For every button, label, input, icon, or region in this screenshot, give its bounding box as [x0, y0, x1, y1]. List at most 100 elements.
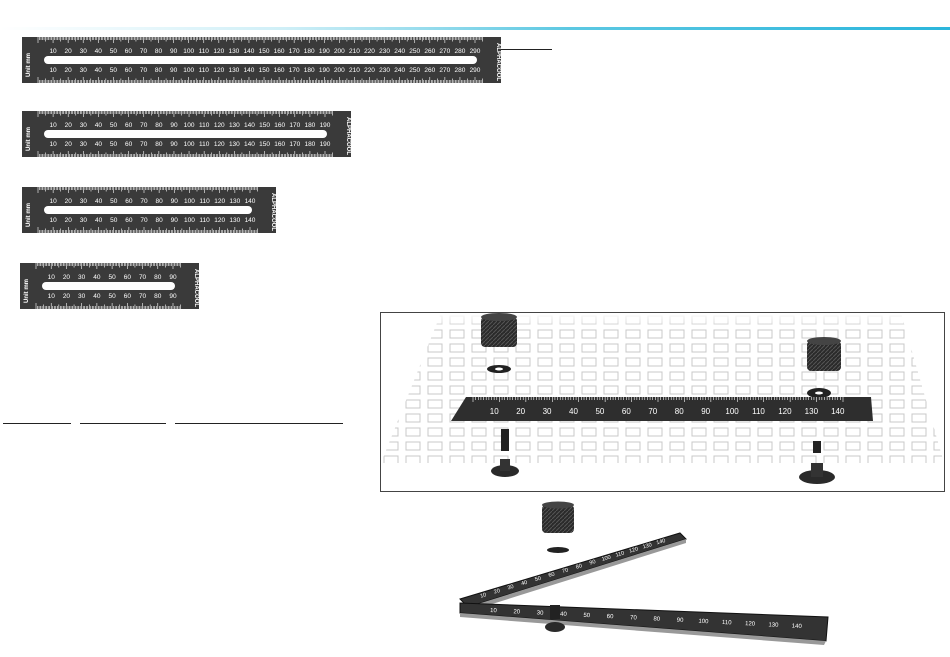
ruler-label-bottom: 30 [78, 293, 86, 300]
ruler-label-bottom: 160 [274, 67, 285, 74]
ruler-label-top: 50 [110, 122, 118, 129]
ruler-brand-label: ALPHACOOL [270, 193, 276, 231]
ruler-label-top: 190 [319, 48, 330, 55]
ruler-label-top: 130 [229, 198, 240, 205]
ruler-label-top: 90 [171, 198, 179, 205]
ruler-label-top: 60 [124, 274, 132, 281]
ruler-label-top: 140 [245, 198, 256, 205]
mounted-ruler-label: 10 [490, 407, 499, 416]
ruler-label-top: 270 [439, 48, 450, 55]
ruler-label-top: 160 [274, 48, 285, 55]
upper-ruler-label: 30 [507, 584, 515, 591]
ruler-label-bottom: 70 [140, 217, 148, 224]
ruler-label-bottom: 110 [199, 217, 210, 224]
ruler-label-bottom: 10 [49, 141, 57, 148]
heading-underline-2 [80, 423, 166, 424]
ruler-label-bottom: 180 [304, 67, 315, 74]
ruler-label-bottom: 190 [320, 141, 331, 148]
upper-ruler-label: 130 [642, 542, 652, 550]
ruler-label-bottom: 110 [199, 141, 210, 148]
ruler-slot [44, 206, 252, 214]
ruler-label-top: 120 [214, 122, 225, 129]
ruler-label-top: 10 [48, 274, 56, 281]
lower-ruler-label: 90 [677, 618, 685, 624]
ruler-label-top: 70 [140, 122, 148, 129]
ruler-label-top: 110 [199, 198, 210, 205]
mounted-ruler-label: 50 [595, 407, 604, 416]
ruler-label-top: 140 [244, 122, 255, 129]
mounted-ruler-ticks [472, 397, 844, 402]
ruler-label-top: 100 [184, 198, 195, 205]
ruler-label-bottom: 200 [334, 67, 345, 74]
mounted-ruler-label: 60 [622, 407, 631, 416]
lower-ruler-label: 20 [513, 609, 521, 615]
ruler-unit-label: Unit mm [24, 279, 30, 303]
ruler-label-bottom: 180 [304, 141, 315, 148]
ruler-label-bottom: 230 [379, 67, 390, 74]
ruler-label-bottom: 170 [289, 67, 300, 74]
lower-ruler-label: 60 [607, 614, 615, 620]
lower-ruler-label: 30 [537, 610, 545, 616]
ruler-label-bottom: 110 [199, 67, 210, 74]
ruler-label-top: 90 [169, 274, 177, 281]
ruler-label-top: 20 [65, 198, 73, 205]
ruler-label-bottom: 90 [170, 67, 178, 74]
lower-ruler-label: 40 [560, 612, 568, 618]
thumb-screw-exploded [542, 501, 574, 553]
mounted-ruler-label: 120 [778, 407, 792, 416]
upper-ruler-label: 140 [656, 538, 666, 546]
lower-ruler-label: 80 [653, 616, 661, 622]
ruler-ticks [35, 263, 181, 309]
ruler-label-bottom: 40 [95, 141, 103, 148]
ruler-label-top: 10 [50, 198, 58, 205]
ruler-label-bottom: 100 [184, 217, 195, 224]
ruler-label-bottom: 30 [80, 67, 88, 74]
ruler-label-top: 10 [49, 122, 57, 129]
ruler-label-bottom: 90 [169, 293, 177, 300]
ruler-label-bottom: 90 [170, 141, 178, 148]
ruler-label-bottom: 60 [125, 141, 133, 148]
mounted-ruler-label: 140 [831, 407, 845, 416]
ruler-label-bottom: 100 [183, 67, 194, 74]
mounted-ruler-label: 80 [675, 407, 684, 416]
ruler-unit-label: Unit mm [26, 53, 32, 77]
ruler-label-top: 230 [379, 48, 390, 55]
ruler-label-bottom: 80 [155, 67, 163, 74]
ruler-ticks [37, 187, 258, 233]
ruler-label-bottom: 50 [110, 67, 118, 74]
ruler-slot [44, 56, 477, 64]
ruler-label-bottom: 70 [140, 141, 148, 148]
ruler-label-bottom: 280 [455, 67, 466, 74]
ruler-label-top: 290 [470, 48, 481, 55]
ruler-label-bottom: 70 [140, 67, 148, 74]
ruler-label-bottom: 30 [80, 141, 88, 148]
upper-ruler-label: 10 [480, 592, 488, 599]
ruler-label-top: 50 [108, 274, 116, 281]
ruler-label-top: 30 [78, 274, 86, 281]
ruler-label-top: 70 [139, 274, 147, 281]
ruler-label-bottom: 130 [229, 141, 240, 148]
ruler-label-top: 40 [95, 122, 103, 129]
ruler-label-bottom: 120 [214, 141, 225, 148]
ruler-brand-label: ALPHACOOL [495, 43, 501, 81]
ruler-label-top: 130 [229, 122, 240, 129]
ruler-label-bottom: 20 [63, 293, 71, 300]
ruler-label-bottom: 160 [274, 141, 285, 148]
mounted-ruler-label: 100 [725, 407, 739, 416]
mounted-ruler-label: 90 [701, 407, 710, 416]
ruler-label-bottom: 20 [65, 67, 73, 74]
upper-ruler-label: 20 [493, 588, 501, 595]
ruler-label-top: 60 [125, 122, 133, 129]
ruler-label-bottom: 270 [439, 67, 450, 74]
ruler-unit-label: Unit mm [26, 127, 32, 151]
ruler-label-bottom: 40 [95, 67, 103, 74]
mounted-ruler-label: 40 [569, 407, 578, 416]
ruler-label-top: 170 [289, 122, 300, 129]
